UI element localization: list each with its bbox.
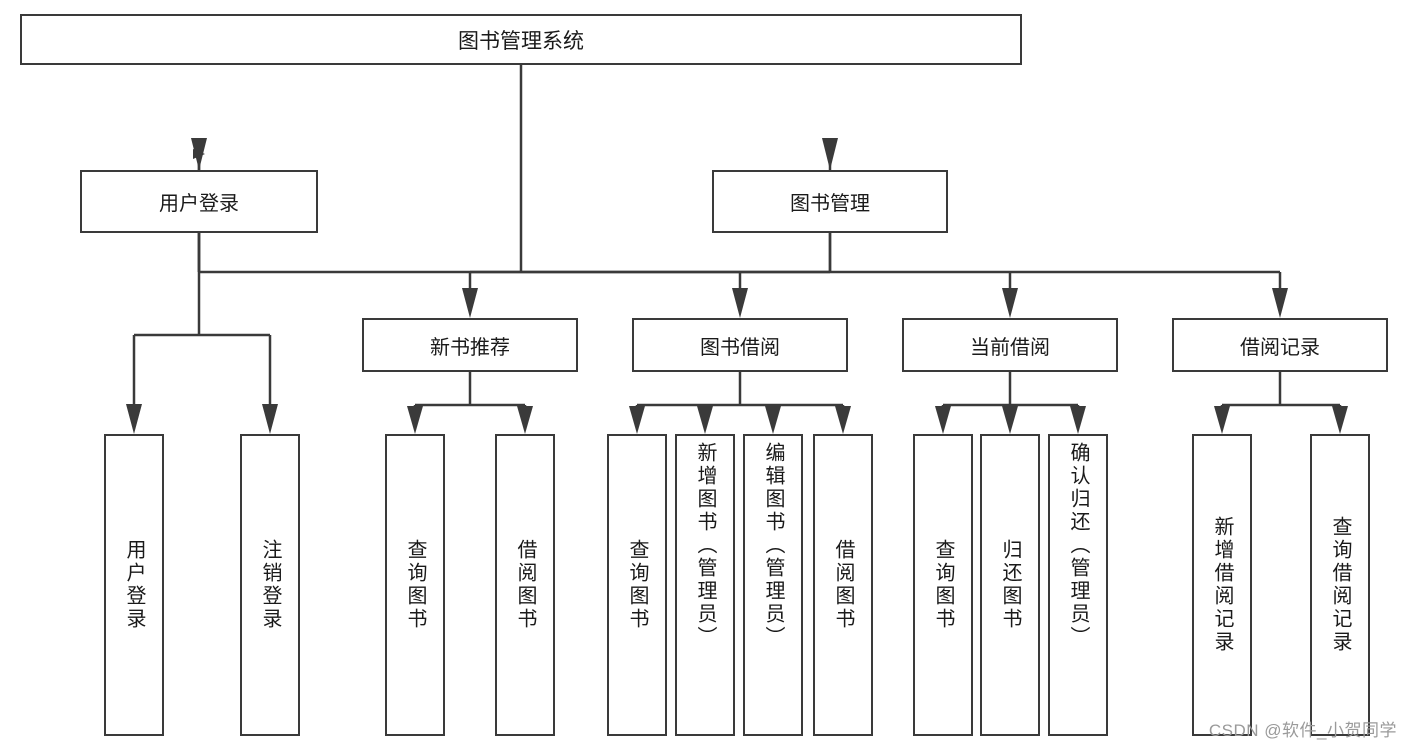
leaf-label: 新增图书（管理员） xyxy=(694,442,716,649)
leaf-add-book-admin[interactable]: 新增图书（管理员） xyxy=(675,434,735,736)
leaf-borrow-book-recommend[interactable]: 借阅图书 xyxy=(495,434,555,736)
leaf-label: 借阅图书 xyxy=(514,539,536,631)
leaf-label: 借阅图书 xyxy=(832,539,854,631)
leaf-label: 确认归还（管理员） xyxy=(1067,442,1089,649)
node-current-borrow[interactable]: 当前借阅 xyxy=(902,318,1118,372)
leaf-confirm-return-admin[interactable]: 确认归还（管理员） xyxy=(1048,434,1108,736)
leaf-edit-book-admin[interactable]: 编辑图书（管理员） xyxy=(743,434,803,736)
node-book-borrow[interactable]: 图书借阅 xyxy=(632,318,848,372)
leaf-borrow-book-borrow[interactable]: 借阅图书 xyxy=(813,434,873,736)
node-root-system[interactable]: 图书管理系统 xyxy=(20,14,1022,65)
node-label: 借阅记录 xyxy=(1240,336,1320,359)
leaf-add-borrow-record[interactable]: 新增借阅记录 xyxy=(1192,434,1252,736)
node-label: 用户登录 xyxy=(159,193,239,215)
node-label: 图书管理系统 xyxy=(458,29,584,53)
node-label: 图书借阅 xyxy=(700,336,780,359)
leaf-query-book-recommend[interactable]: 查询图书 xyxy=(385,434,445,736)
node-new-book-recommend[interactable]: 新书推荐 xyxy=(362,318,578,372)
leaf-logout-login[interactable]: 注销登录 xyxy=(240,434,300,736)
leaf-label: 查询图书 xyxy=(626,539,648,631)
leaf-label: 编辑图书（管理员） xyxy=(762,442,784,649)
csdn-watermark: CSDN @软件_小贺同学 xyxy=(1208,721,1397,740)
leaf-label: 新增借阅记录 xyxy=(1211,516,1233,654)
leaf-label: 查询借阅记录 xyxy=(1329,516,1351,654)
leaf-label: 归还图书 xyxy=(999,539,1021,631)
node-book-management[interactable]: 图书管理 xyxy=(712,170,948,233)
leaf-return-book[interactable]: 归还图书 xyxy=(980,434,1040,736)
node-label: 当前借阅 xyxy=(970,336,1050,359)
leaf-label: 注销登录 xyxy=(259,539,281,631)
node-label: 新书推荐 xyxy=(430,336,510,359)
leaf-query-borrow-record[interactable]: 查询借阅记录 xyxy=(1310,434,1370,736)
leaf-user-login[interactable]: 用户登录 xyxy=(104,434,164,736)
leaf-label: 查询图书 xyxy=(404,539,426,631)
node-label: 图书管理 xyxy=(790,193,870,215)
node-borrow-record[interactable]: 借阅记录 xyxy=(1172,318,1388,372)
leaf-label: 用户登录 xyxy=(123,539,145,631)
node-user-login[interactable]: 用户登录 xyxy=(80,170,318,233)
leaf-query-book-current[interactable]: 查询图书 xyxy=(913,434,973,736)
leaf-label: 查询图书 xyxy=(932,539,954,631)
leaf-query-book-borrow[interactable]: 查询图书 xyxy=(607,434,667,736)
